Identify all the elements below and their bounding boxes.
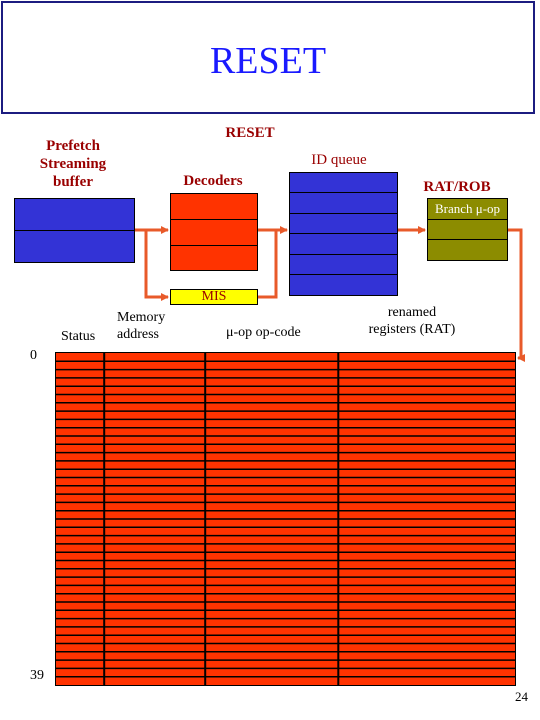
arrow-rat-to-buffer <box>508 228 525 362</box>
mis-label: MIS <box>201 289 227 304</box>
rat-rob-block: Branch μ-op <box>427 198 508 261</box>
renamed-label-line2: registers (RAT) <box>368 322 456 337</box>
branch-uop-label: Branch μ-op <box>428 199 507 220</box>
id-queue-row <box>290 234 397 255</box>
memory-address-label: Memory address <box>117 309 165 343</box>
prefetch-label-line1: Prefetch <box>46 138 100 154</box>
status-label: Status <box>61 329 96 344</box>
arrow-mis-link <box>258 230 278 299</box>
prefetch-label-line3: buffer <box>53 174 93 190</box>
uop-opcode-label: μ-op op-code <box>226 325 301 340</box>
decoder-row <box>171 194 257 220</box>
prefetch-label: Prefetch Streaming buffer <box>20 137 126 191</box>
reset-label: RESET <box>225 125 275 141</box>
rat-rob-label: RAT/ROB <box>423 179 491 195</box>
memory-label-line2: address <box>117 327 159 342</box>
instruction-buffer-table <box>55 352 516 686</box>
id-queue-row <box>290 173 397 193</box>
index-bottom-label: 39 <box>30 668 44 683</box>
memory-label-line1: Memory <box>117 310 166 325</box>
index-top-label: 0 <box>30 348 37 363</box>
mis-block: MIS <box>170 289 258 305</box>
id-queue-label: ID queue <box>311 152 367 168</box>
table-grid <box>56 353 515 685</box>
prefetch-label-line2: Streaming <box>39 156 107 172</box>
slide-title: RESET <box>209 40 327 82</box>
rat-rob-row <box>428 220 507 240</box>
title-box: RESET <box>1 1 535 114</box>
decoders-label: Decoders <box>183 173 243 189</box>
page-number: 24 <box>515 689 528 704</box>
id-queue-row <box>290 193 397 214</box>
prefetch-buffer <box>14 198 135 263</box>
decoder-row <box>171 220 257 246</box>
renamed-registers-label: renamed registers (RAT) <box>352 304 472 338</box>
renamed-label-line1: renamed <box>387 305 437 320</box>
arrow-prefetch-to-mis <box>144 230 169 301</box>
id-queue-row <box>290 214 397 234</box>
id-queue-block <box>289 172 398 296</box>
prefetch-buffer-row <box>15 199 134 231</box>
decoders-block <box>170 193 258 271</box>
id-queue-row <box>290 255 397 275</box>
